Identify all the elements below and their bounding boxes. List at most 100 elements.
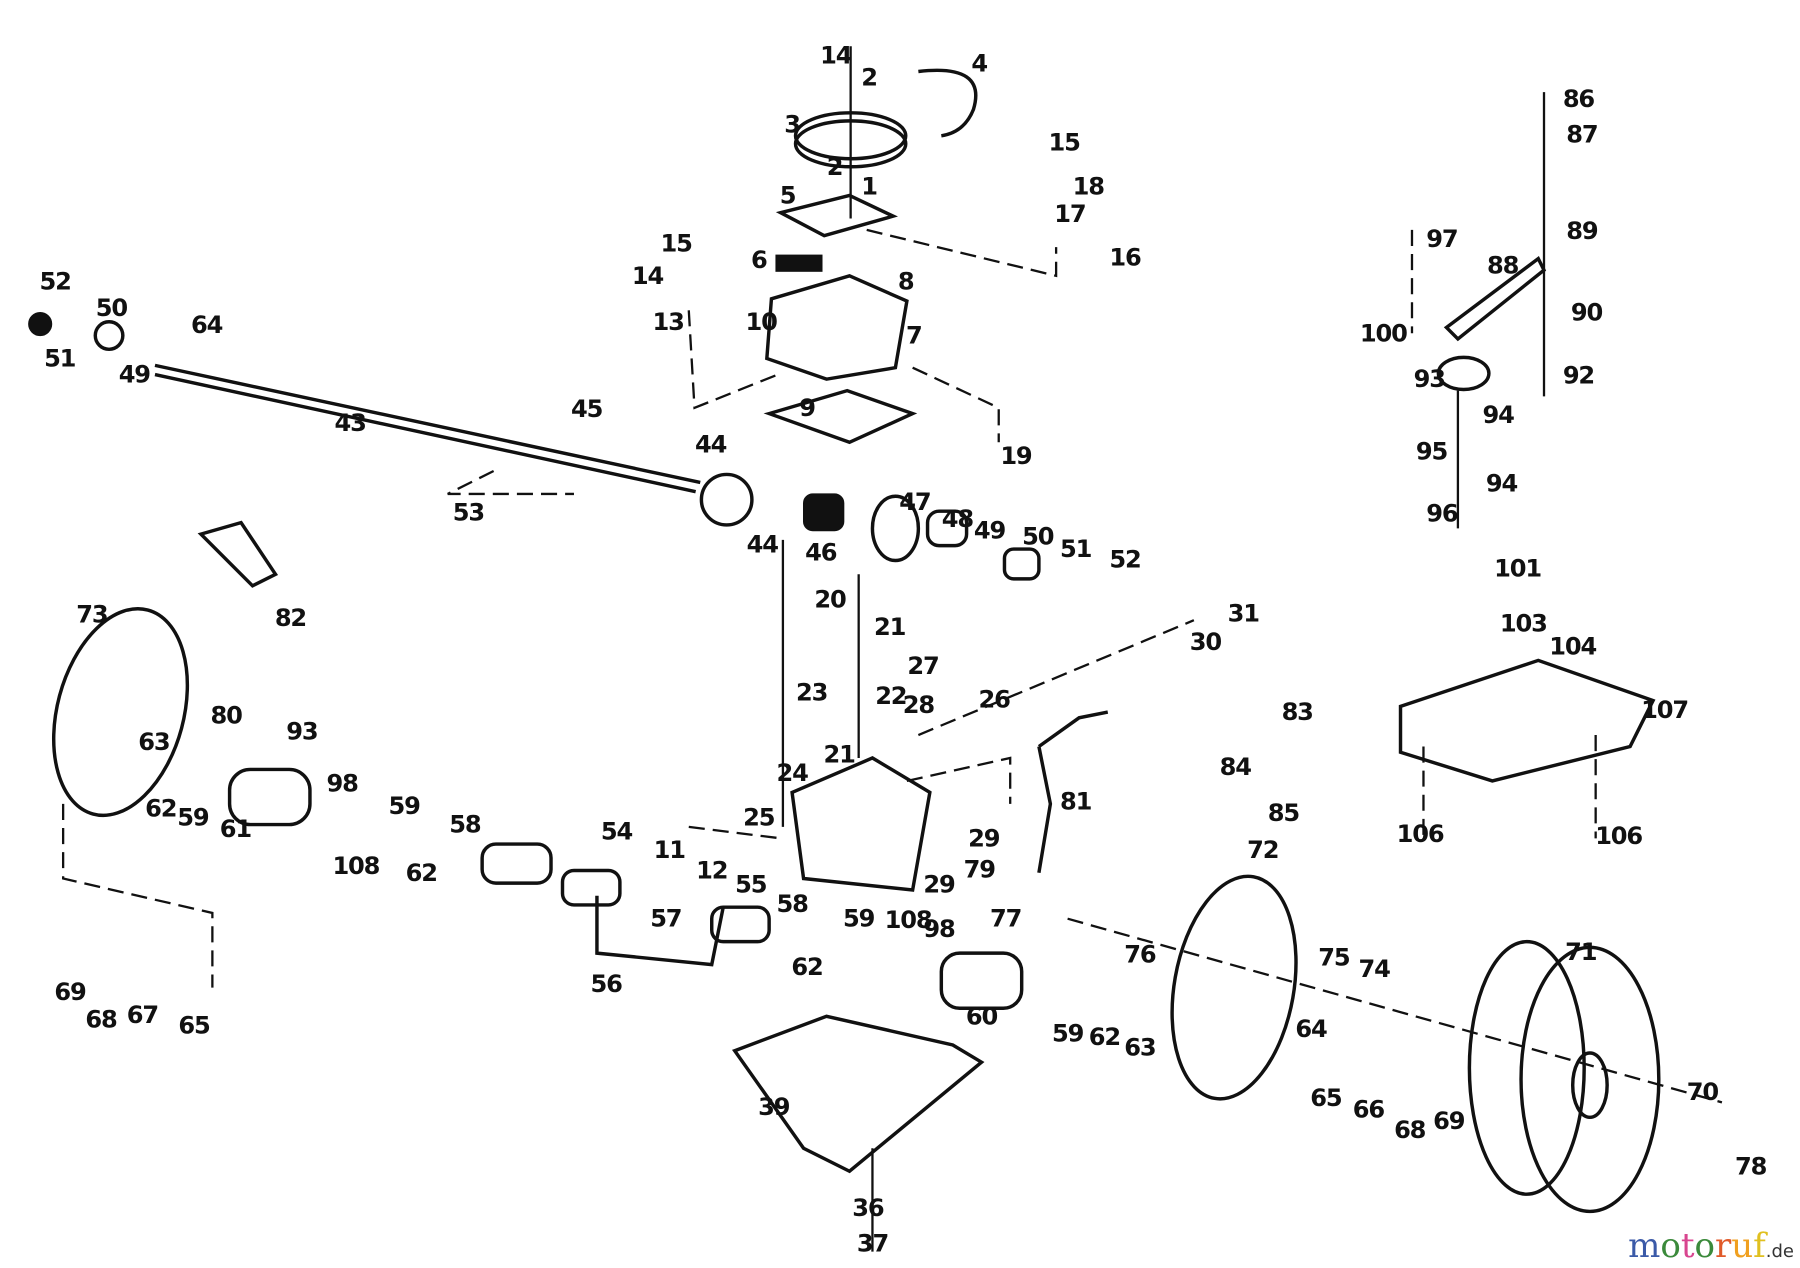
part-label-61: 61	[220, 815, 252, 843]
part-label-63: 63	[138, 728, 169, 756]
part-label-36: 36	[852, 1194, 884, 1222]
part-label-47: 47	[899, 488, 930, 516]
part-label-86: 86	[1563, 85, 1595, 113]
part-label-39: 39	[758, 1093, 790, 1121]
part-label-85: 85	[1268, 799, 1300, 827]
belt-guide	[918, 68, 978, 138]
left-hubcap	[51, 607, 190, 818]
part-label-49: 49	[974, 517, 1006, 545]
height-lever	[595, 895, 725, 967]
part-label-98: 98	[326, 769, 358, 797]
gearbox-cover	[775, 193, 898, 238]
lower-gearbox	[790, 756, 932, 892]
part-label-87: 87	[1566, 121, 1597, 149]
part-label-74: 74	[1358, 955, 1390, 983]
part-label-12: 12	[696, 857, 727, 885]
part-label-64: 64	[1295, 1015, 1327, 1043]
logo-letter: r	[1715, 1226, 1732, 1266]
logo-letter: o	[1694, 1226, 1715, 1266]
handle-bracket	[197, 520, 279, 588]
part-label-13: 13	[652, 308, 683, 336]
part-label-66: 66	[1353, 1095, 1385, 1123]
part-label-15: 15	[1049, 129, 1081, 157]
part-label-84: 84	[1220, 753, 1252, 781]
part-label-50: 50	[96, 294, 128, 322]
part-label-14: 14	[820, 41, 852, 69]
logo-letter: o	[1660, 1226, 1681, 1266]
part-label-68: 68	[85, 1006, 117, 1034]
logo-letter: f	[1753, 1226, 1766, 1266]
part-label-25: 25	[743, 804, 775, 832]
part-label-29: 29	[968, 824, 1000, 852]
right-gear-cover	[1170, 874, 1298, 1101]
part-label-108: 108	[332, 852, 379, 880]
part-label-63: 63	[1124, 1033, 1155, 1061]
part-label-106: 106	[1397, 820, 1444, 848]
part-label-6: 6	[751, 246, 767, 274]
part-label-82: 82	[275, 604, 306, 632]
part-label-37: 37	[857, 1230, 888, 1258]
part-label-64: 64	[191, 311, 223, 339]
part-label-77: 77	[990, 905, 1021, 933]
part-label-29: 29	[923, 870, 955, 898]
part-label-24: 24	[776, 759, 808, 787]
part-label-21: 21	[874, 613, 906, 641]
part-label-97: 97	[1426, 225, 1457, 253]
part-label-15: 15	[661, 230, 693, 258]
part-label-79: 79	[964, 855, 996, 883]
part-label-92: 92	[1563, 362, 1594, 390]
clutch	[870, 494, 921, 563]
part-label-81: 81	[1060, 788, 1092, 816]
part-label-22: 22	[875, 682, 906, 710]
part-label-58: 58	[449, 811, 481, 839]
part-label-59: 59	[1052, 1020, 1084, 1048]
logo-letter: m	[1628, 1226, 1661, 1266]
part-label-62: 62	[1089, 1023, 1120, 1051]
part-label-59: 59	[843, 905, 875, 933]
part-label-11: 11	[654, 836, 686, 864]
part-label-65: 65	[178, 1011, 210, 1039]
part-label-83: 83	[1282, 698, 1313, 726]
part-label-55: 55	[735, 870, 767, 898]
part-label-95: 95	[1416, 438, 1448, 466]
part-label-2: 2	[827, 153, 843, 181]
part-label-108: 108	[885, 906, 932, 934]
part-label-65: 65	[1310, 1084, 1342, 1112]
part-label-7: 7	[906, 322, 922, 350]
part-label-71: 71	[1565, 938, 1597, 966]
gasket	[763, 388, 918, 445]
part-label-20: 20	[814, 586, 846, 614]
part-label-69: 69	[54, 978, 86, 1006]
part-label-30: 30	[1190, 628, 1222, 656]
part-label-21: 21	[824, 741, 856, 769]
part-label-1: 1	[861, 172, 877, 200]
part-label-98: 98	[923, 915, 955, 943]
wheel	[1519, 945, 1661, 1214]
part-label-19: 19	[1000, 442, 1032, 470]
part-label-49: 49	[119, 361, 151, 389]
part-label-56: 56	[591, 970, 623, 998]
part-label-73: 73	[76, 601, 107, 629]
part-label-52: 52	[1109, 545, 1140, 573]
part-label-31: 31	[1228, 599, 1260, 627]
gear	[699, 472, 754, 527]
part-label-60: 60	[966, 1002, 998, 1030]
part-label-58: 58	[776, 890, 808, 918]
gearbox-housing	[765, 274, 909, 381]
part-label-59: 59	[177, 804, 209, 832]
part-label-106: 106	[1595, 822, 1642, 850]
part-label-4: 4	[971, 50, 987, 78]
part-label-2: 2	[861, 63, 877, 91]
motoruf-logo: motoruf.de	[1628, 1226, 1794, 1266]
part-label-62: 62	[791, 953, 822, 981]
part-label-88: 88	[1487, 252, 1519, 280]
part-label-52: 52	[39, 268, 70, 296]
part-label-8: 8	[898, 268, 914, 296]
part-shapes	[28, 46, 1723, 1252]
part-label-14: 14	[632, 262, 664, 290]
part-label-94: 94	[1482, 401, 1514, 429]
part-label-44: 44	[747, 530, 779, 558]
part-label-90: 90	[1571, 299, 1603, 327]
